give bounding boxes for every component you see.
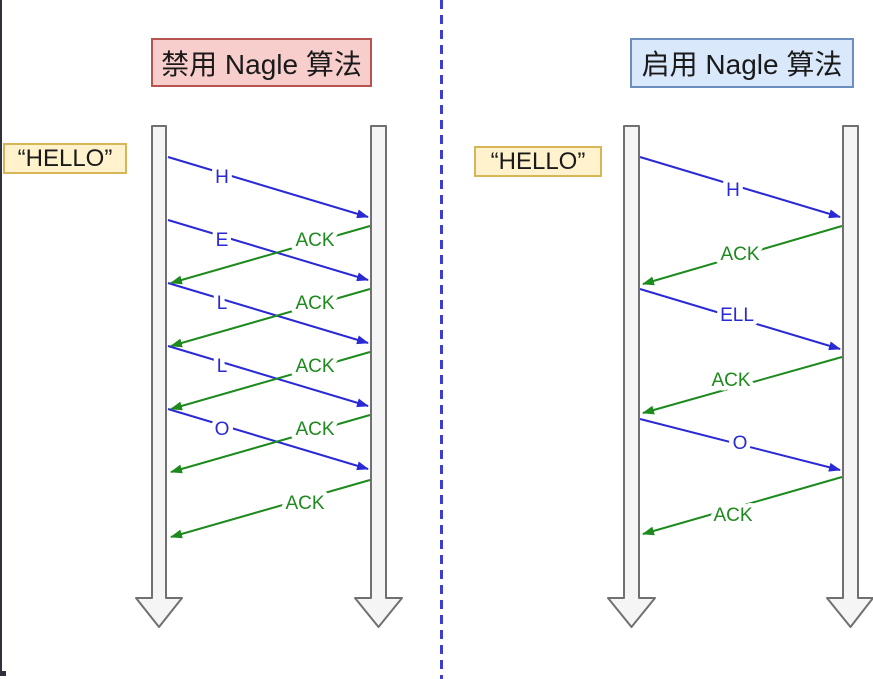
ack-arrow xyxy=(170,225,371,285)
data-arrow-label: E xyxy=(216,230,229,251)
left-panel-title: 禁用 Nagle 算法 xyxy=(151,38,372,87)
data-arrow xyxy=(167,156,369,219)
right-panel-title: 启用 Nagle 算法 xyxy=(630,38,854,88)
data-arrow-label: H xyxy=(215,167,229,188)
ack-arrow xyxy=(642,476,843,536)
send-buffer-label-left: “HELLO” xyxy=(3,143,127,174)
receiver-lifeline-right-panel xyxy=(826,125,873,628)
window-left-edge xyxy=(0,0,2,676)
window-corner-mark xyxy=(0,671,6,676)
receiver-lifeline-left-panel xyxy=(354,125,403,628)
sender-lifeline-right-panel xyxy=(607,125,656,628)
ack-arrow-label: ACK xyxy=(285,493,324,514)
ack-arrow xyxy=(642,225,843,286)
ack-arrow xyxy=(170,351,371,411)
data-arrow-label: O xyxy=(733,433,748,454)
ack-arrow-label: ACK xyxy=(713,505,752,526)
ack-arrow-label: ACK xyxy=(295,230,334,251)
ack-arrow xyxy=(170,479,371,539)
data-arrow-label: L xyxy=(217,356,228,377)
data-arrow xyxy=(167,282,369,345)
data-arrow xyxy=(639,288,841,351)
ack-arrow-label: ACK xyxy=(295,293,334,314)
ack-arrow xyxy=(170,288,371,348)
data-arrow xyxy=(167,345,369,408)
ack-arrow xyxy=(170,414,371,474)
ack-arrow-label: ACK xyxy=(295,356,334,377)
panel-divider-dashed-line xyxy=(440,0,443,679)
data-arrow-label: ELL xyxy=(720,305,754,326)
ack-arrow xyxy=(642,356,843,415)
ack-arrow-label: ACK xyxy=(720,244,759,265)
ack-arrow-label: ACK xyxy=(711,370,750,391)
data-arrow xyxy=(167,408,369,471)
data-arrow xyxy=(639,418,841,472)
data-arrow-label: O xyxy=(215,419,230,440)
ack-arrow-label: ACK xyxy=(295,419,334,440)
data-arrow xyxy=(167,219,369,282)
sender-lifeline-left-panel xyxy=(135,125,183,628)
data-arrow-label: L xyxy=(217,293,228,314)
send-buffer-label-right: “HELLO” xyxy=(474,146,602,177)
data-arrow xyxy=(639,156,841,219)
data-arrow-label: H xyxy=(726,180,740,201)
